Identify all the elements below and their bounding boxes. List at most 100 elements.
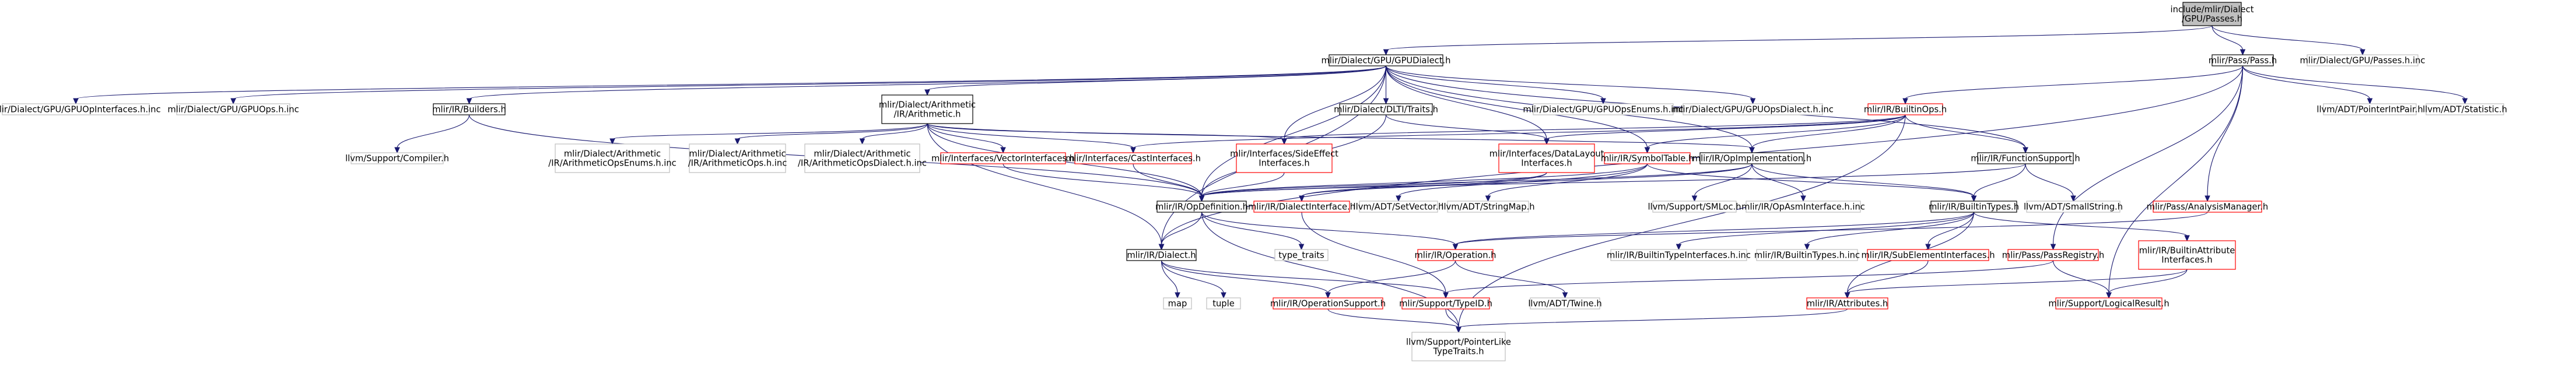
include-edge xyxy=(2052,65,2244,245)
include-edge xyxy=(1973,212,2188,237)
file-node-opdefinition-h[interactable]: mlir/IR/OpDefinition.h xyxy=(1155,201,1248,213)
file-node-label: mlir/Dialect/Arithmetic xyxy=(879,100,976,110)
file-node-arith-h[interactable]: mlir/Dialect/Arithmetic/IR/Arithmetic.h xyxy=(879,94,976,124)
file-node-box xyxy=(1156,201,1247,213)
edge-arrowhead xyxy=(1130,147,1136,154)
file-node-box xyxy=(689,143,786,173)
include-edge xyxy=(1846,260,1929,294)
include-edge xyxy=(1487,163,1648,197)
edge-arrowhead xyxy=(1562,292,1568,299)
file-node-builtintypes-h[interactable]: mlir/IR/BuiltinTypes.h xyxy=(1929,201,2019,213)
file-node-box xyxy=(804,143,920,173)
file-node-setvector-h[interactable]: llvm/ADT/SetVector.h xyxy=(1354,201,1444,213)
include-edge xyxy=(1284,114,1906,140)
edge-arrowhead xyxy=(1325,292,1331,299)
file-node-gpuopsdialect-inc[interactable]: mlir/Dialect/GPU/GPUOpsDialect.h.inc xyxy=(1672,103,1834,115)
file-node-label: mlir/IR/BuiltinAttribute xyxy=(2139,246,2235,256)
file-node-castinterfaces-h[interactable]: mlir/Interfaces/CastInterfaces.h xyxy=(1066,152,1201,164)
include-edge xyxy=(2108,269,2188,294)
file-node-label: mlir/Dialect/DLTI/Traits.h xyxy=(1334,105,1438,115)
include-edge xyxy=(1301,163,1753,197)
edge-arrowhead xyxy=(73,98,79,105)
file-node-statistic-h[interactable]: llvm/ADT/Statistic.h xyxy=(2423,103,2507,115)
file-node-gpudialect-h[interactable]: mlir/Dialect/GPU/GPUDialect.h xyxy=(1322,54,1451,66)
file-node-label: mlir/IR/BuiltinTypes.h.inc xyxy=(1754,251,1860,261)
dependency-edges xyxy=(73,25,2468,333)
include-edge xyxy=(1905,114,2026,149)
include-edge xyxy=(1161,260,1446,294)
file-node-label: mlir/Dialect/GPU/GPUOpsEnums.h.inc xyxy=(1523,105,1683,115)
file-node-builders-h[interactable]: mlir/IR/Builders.h xyxy=(432,103,506,115)
include-edge xyxy=(1927,212,1975,245)
include-edge xyxy=(1385,114,1547,140)
file-node-map[interactable]: map xyxy=(1163,297,1192,310)
file-node-box xyxy=(881,94,973,124)
file-node-arithopsenums-inc[interactable]: mlir/Dialect/Arithmetic/IR/ArithmeticOps… xyxy=(548,143,677,173)
file-node-dltitraits-h[interactable]: mlir/Dialect/DLTI/Traits.h xyxy=(1334,103,1438,115)
file-node-gpuops-inc[interactable]: mlir/Dialect/GPU/GPUOps.h.inc xyxy=(167,103,299,115)
file-node-label: mlir/Dialect/Arithmetic xyxy=(564,149,661,159)
file-node-label: llvm/Support/Compiler.h xyxy=(345,154,449,164)
file-node-gpuopsenums-inc[interactable]: mlir/Dialect/GPU/GPUOpsEnums.h.inc xyxy=(1523,103,1684,115)
file-node-opimpl-h[interactable]: mlir/IR/OpImplementation.h xyxy=(1692,152,1811,164)
include-edge xyxy=(2211,25,2244,51)
file-node-passregistry-h[interactable]: mlir/Pass/PassRegistry.h xyxy=(2002,249,2104,261)
file-node-arithops-inc[interactable]: mlir/Dialect/Arithmetic/IR/ArithmeticOps… xyxy=(688,143,787,173)
file-node-pointerintpair-h[interactable]: llvm/ADT/PointerIntPair.h xyxy=(2316,103,2423,115)
file-node-label: mlir/IR/SubElementInterfaces.h xyxy=(1861,251,1995,261)
file-node-dialectinterface-h[interactable]: mlir/IR/DialectInterface.h xyxy=(1248,201,1355,213)
file-node-twine-h[interactable]: llvm/ADT/Twine.h xyxy=(1528,297,1602,310)
file-node-analysismanager-h[interactable]: mlir/Pass/AnalysisManager.h xyxy=(2147,201,2268,213)
include-edge xyxy=(2242,65,2466,100)
file-node-box xyxy=(1074,152,1192,164)
file-node-builtintypeinterfaces-inc[interactable]: mlir/IR/BuiltinTypeInterfaces.h.inc xyxy=(1607,249,1751,261)
include-edge xyxy=(1385,65,1604,100)
file-node-box xyxy=(1126,249,1197,261)
file-node-box xyxy=(1163,297,1192,310)
file-node-label: TypeTraits.h xyxy=(1432,347,1484,357)
file-node-dialect-h[interactable]: mlir/IR/Dialect.h xyxy=(1126,249,1197,261)
file-node-box xyxy=(176,103,290,115)
edge-arrowhead xyxy=(1600,98,1606,105)
file-node-box xyxy=(2182,2,2242,26)
file-node-smallstring-h[interactable]: llvm/ADT/SmallString.h xyxy=(2024,201,2123,213)
edge-arrowhead xyxy=(1691,195,1698,202)
file-node-label: llvm/ADT/StringMap.h xyxy=(1441,202,1534,212)
file-node-box xyxy=(2055,297,2163,310)
file-node-operation-h[interactable]: mlir/IR/Operation.h xyxy=(1414,249,1496,261)
file-node-opasminterface-inc[interactable]: mlir/IR/OpAsmInterface.h.inc xyxy=(1741,201,1865,213)
file-node-logicalresult-h[interactable]: mlir/Support/LogicalResult.h xyxy=(2048,297,2170,310)
file-node-type-traits[interactable]: type_traits xyxy=(1274,249,1329,261)
edge-arrowhead xyxy=(2106,292,2112,299)
include-edge xyxy=(1201,65,1387,197)
file-node-pass-h[interactable]: mlir/Pass/Pass.h xyxy=(2209,54,2277,66)
include-edge xyxy=(1161,260,1329,294)
file-node-vectorinterfaces-h[interactable]: mlir/Interfaces/VectorInterfaces.h xyxy=(931,152,1075,164)
file-node-smloc-h[interactable]: llvm/Support/SMLoc.h xyxy=(1648,201,1741,213)
include-edge xyxy=(468,65,1387,100)
include-edge xyxy=(927,123,1753,149)
file-node-box xyxy=(1756,249,1858,261)
file-node-passes-h-inc[interactable]: mlir/Dialect/GPU/Passes.h.inc xyxy=(2300,54,2426,66)
file-node-tuple[interactable]: tuple xyxy=(1206,297,1241,310)
file-node-typeid-h[interactable]: mlir/Support/TypeID.h xyxy=(1399,297,1492,310)
file-node-label: map xyxy=(1168,299,1187,309)
file-node-stringmap-h[interactable]: llvm/ADT/StringMap.h xyxy=(1441,201,1535,213)
file-node-builtintypes-inc[interactable]: mlir/IR/BuiltinTypes.h.inc xyxy=(1754,249,1860,261)
file-node-compiler-h[interactable]: llvm/Support/Compiler.h xyxy=(345,152,449,164)
file-node-operationsupport-h[interactable]: mlir/IR/OperationSupport.h xyxy=(1270,297,1386,310)
file-node-gpuopinterfaces-inc[interactable]: mlir/Dialect/GPU/GPUOpInterfaces.h.inc xyxy=(0,103,161,115)
file-node-functionsupport-h[interactable]: mlir/IR/FunctionSupport.h xyxy=(1971,152,2080,164)
file-node-subelementinterfaces-h[interactable]: mlir/IR/SubElementInterfaces.h xyxy=(1861,249,1995,261)
file-node-arithopsdialect-inc[interactable]: mlir/Dialect/Arithmetic/IR/ArithmeticOps… xyxy=(798,143,927,173)
file-node-label: mlir/IR/FunctionSupport.h xyxy=(1971,154,2080,164)
file-node-box xyxy=(1683,103,1823,115)
file-node-symboltable-h[interactable]: mlir/IR/SymbolTable.h xyxy=(1601,152,1694,164)
file-node-attributes-h[interactable]: mlir/IR/Attributes.h xyxy=(1806,297,1888,310)
file-node-builtinops-h[interactable]: mlir/IR/BuiltinOps.h xyxy=(1864,103,1947,115)
